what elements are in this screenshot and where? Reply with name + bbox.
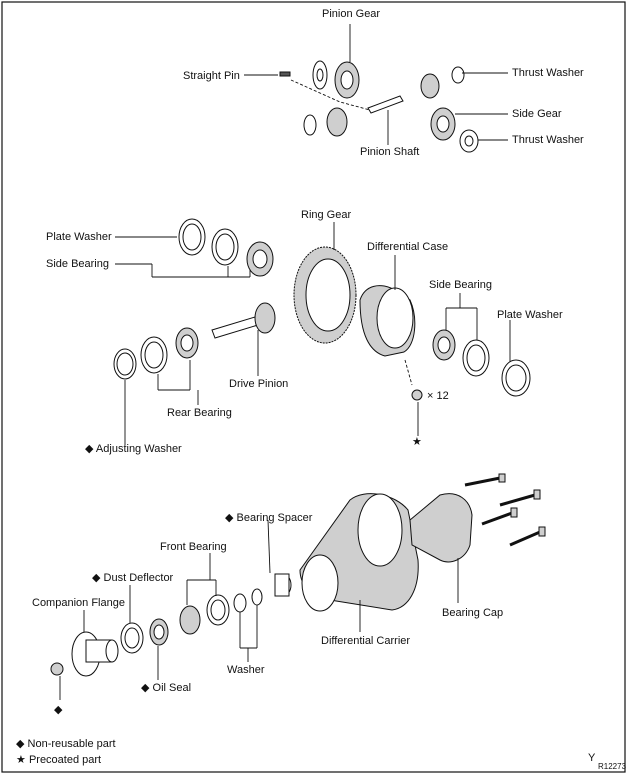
label-bearing-spacer: ◆ Bearing Spacer <box>225 512 312 525</box>
label-bearing-cap: Bearing Cap <box>442 607 504 619</box>
label-oil-seal: ◆ Oil Seal <box>141 682 191 695</box>
label-bolt-quantity: × 12 <box>427 390 449 402</box>
label-rear-bearing: Rear Bearing <box>167 407 232 419</box>
label-plate-washer-left: Plate Washer <box>46 231 112 243</box>
diamond-icon: ◆ <box>85 443 94 455</box>
label-dust-deflector: ◆ Dust Deflector <box>92 572 173 585</box>
pinion-gear-group <box>279 60 479 153</box>
label-side-bearing-left: Side Bearing <box>46 258 109 270</box>
label-adjusting-washer: ◆ Adjusting Washer <box>85 443 182 456</box>
label-pinion-gear: Pinion Gear <box>322 8 381 20</box>
label-drive-pinion: Drive Pinion <box>229 378 289 390</box>
label-side-bearing-right: Side Bearing <box>429 279 492 291</box>
label-oil-seal-text: Oil Seal <box>152 682 192 694</box>
diamond-icon: ◆ <box>92 572 101 584</box>
label-differential-case: Differential Case <box>367 241 449 253</box>
label-side-gear: Side Gear <box>512 108 562 120</box>
legend-non-reusable-text: Non-reusable part <box>27 738 116 750</box>
diamond-icon: ◆ <box>54 704 63 716</box>
label-thrust-washer-top: Thrust Washer <box>512 67 584 79</box>
label-thrust-washer-lower: Thrust Washer <box>512 134 584 146</box>
label-dust-deflector-text: Dust Deflector <box>103 572 174 584</box>
star-icon: ★ <box>412 436 422 448</box>
label-pinion-shaft: Pinion Shaft <box>360 146 420 158</box>
label-ring-gear: Ring Gear <box>301 209 352 221</box>
legend-precoated-text: Precoated part <box>28 754 102 766</box>
figure-code: R12273 <box>598 762 627 771</box>
diamond-icon: ◆ <box>141 682 150 694</box>
label-plate-washer-right: Plate Washer <box>497 309 563 321</box>
label-front-bearing: Front Bearing <box>160 541 227 553</box>
diamond-icon: ◆ <box>225 512 234 524</box>
label-washer: Washer <box>227 664 265 676</box>
diamond-icon: ◆ <box>16 738 25 750</box>
label-adjusting-washer-text: Adjusting Washer <box>95 443 182 455</box>
label-differential-carrier: Differential Carrier <box>321 635 411 647</box>
legend-non-reusable: ◆ Non-reusable part <box>16 738 116 751</box>
label-companion-flange: Companion Flange <box>32 597 125 609</box>
label-bearing-spacer-text: Bearing Spacer <box>236 512 313 524</box>
label-straight-pin: Straight Pin <box>183 70 240 82</box>
corner-letter: Y <box>588 752 596 764</box>
legend-precoated: ★ Precoated part <box>16 754 101 767</box>
star-icon: ★ <box>16 754 26 766</box>
